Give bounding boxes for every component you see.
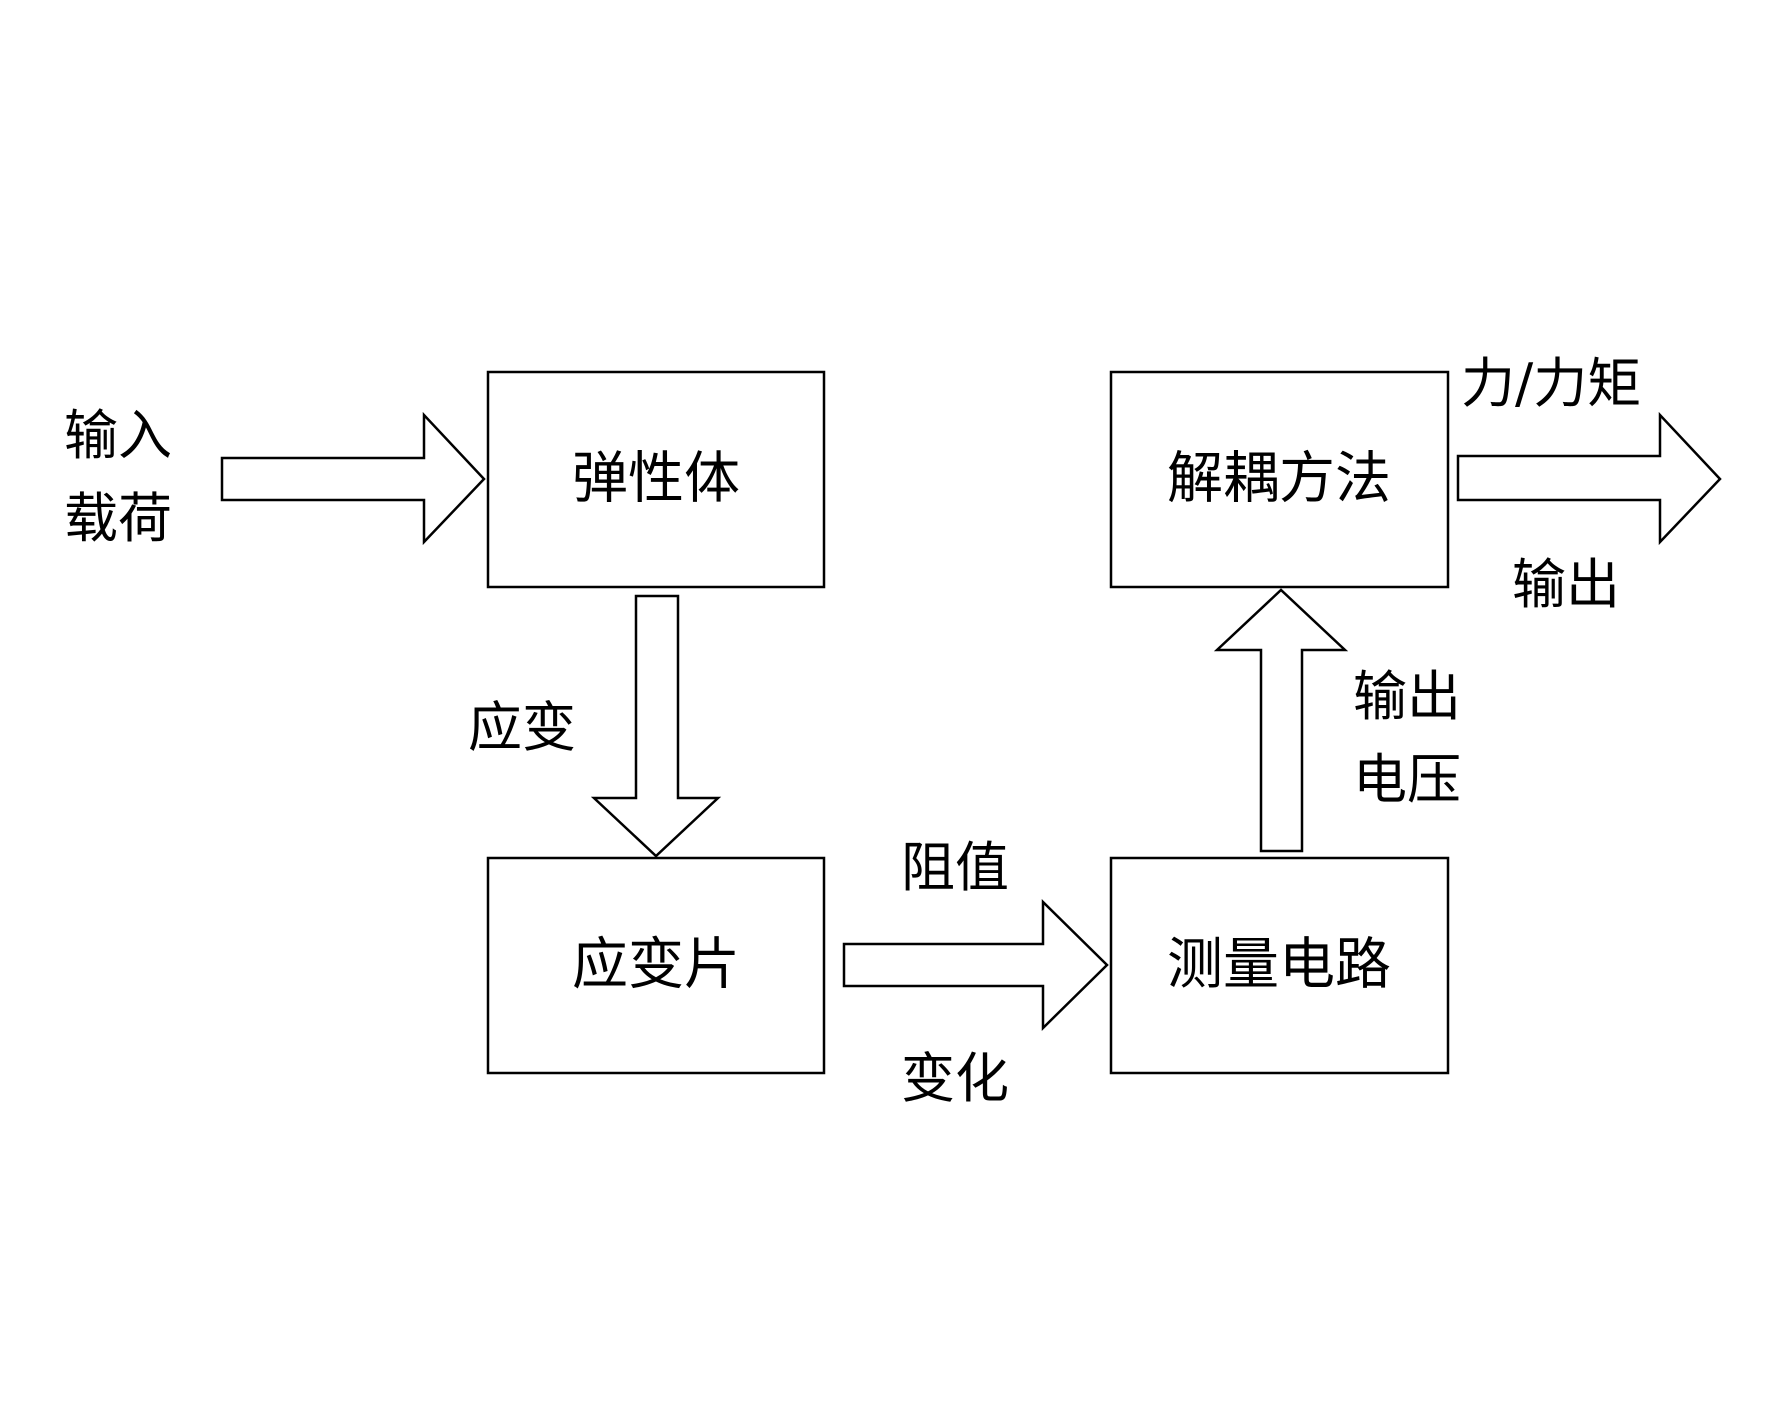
output-label: 输出 (1512, 553, 1620, 616)
strain-gauge-label: 应变片 (572, 933, 740, 998)
resistance-label-line2: 变化 (901, 1047, 1009, 1110)
output-voltage-label-line2: 电压 (1353, 748, 1461, 811)
input-arrow (220, 411, 486, 546)
output-voltage-label-line1: 输出 (1353, 665, 1461, 728)
input-load-label-line1: 输入 (64, 404, 172, 467)
force-torque-label: 力/力矩 (1461, 352, 1641, 415)
decoupling-method-box: 解耦方法 (1109, 370, 1450, 589)
resistance-change-arrow (842, 899, 1109, 1031)
input-load-label-line2: 载荷 (64, 487, 172, 550)
measurement-circuit-box: 测量电路 (1109, 856, 1450, 1075)
strain-arrow (590, 594, 722, 858)
measurement-circuit-label: 测量电路 (1167, 933, 1391, 998)
decoupling-method-label: 解耦方法 (1167, 447, 1391, 512)
elastic-body-label: 弹性体 (572, 447, 740, 512)
output-arrow (1456, 411, 1722, 546)
resistance-label-line1: 阻值 (901, 836, 1009, 899)
output-voltage-arrow (1213, 588, 1349, 853)
elastic-body-box: 弹性体 (486, 370, 826, 589)
strain-gauge-box: 应变片 (486, 856, 826, 1075)
strain-label: 应变 (468, 696, 576, 759)
